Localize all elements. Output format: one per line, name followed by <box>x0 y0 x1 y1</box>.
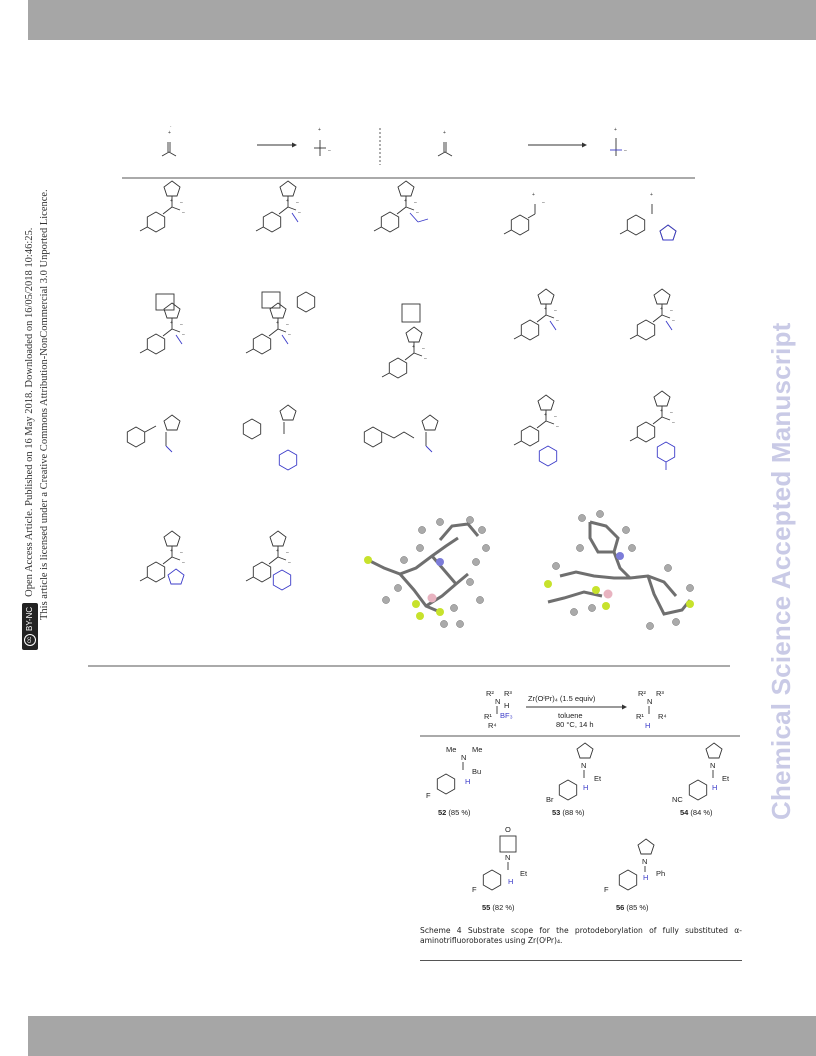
svg-text:–: – <box>328 148 331 154</box>
svg-text:N: N <box>642 857 647 866</box>
scheme3-row2 <box>140 289 675 378</box>
product-n: N <box>647 697 652 706</box>
svg-text:+: + <box>614 127 617 133</box>
svg-text:N: N <box>581 761 586 770</box>
scheme4-equation: R² N R³ H R¹ BF₃ R⁴ Zr(OⁱPr)₄ (1.5 equiv… <box>484 689 667 730</box>
compound-52-structure: Me Me N Bu H F <box>426 745 482 800</box>
reactant-r3: R³ <box>504 689 512 698</box>
svg-text:H: H <box>643 873 648 882</box>
svg-text:F: F <box>604 885 609 894</box>
reactant-r4: R⁴ <box>488 721 497 730</box>
svg-text:Me: Me <box>472 745 482 754</box>
compound-55-structure: O N Et H F <box>472 825 528 894</box>
compound-54-label: 54 (84 %) <box>680 808 713 817</box>
svg-text:+: + <box>168 130 171 136</box>
svg-text:N: N <box>461 753 466 762</box>
svg-text:N: N <box>710 761 715 770</box>
product-r3: R³ <box>656 689 664 698</box>
product-r1: R¹ <box>636 712 644 721</box>
compound-53-structure: N Et H Br <box>546 742 602 804</box>
svg-text:Et: Et <box>594 774 602 783</box>
compound-56-structure: N Ph H F <box>604 838 665 894</box>
svg-text:F: F <box>472 885 477 894</box>
svg-text:Bu: Bu <box>472 767 481 776</box>
product-h: H <box>645 721 650 730</box>
svg-text:Me: Me <box>446 745 456 754</box>
svg-text:+: + <box>318 127 321 133</box>
crystal-structure-2 <box>544 510 694 630</box>
reagent-label: Zr(OⁱPr)₄ (1.5 equiv) <box>528 694 596 703</box>
product-r4: R⁴ <box>658 712 667 721</box>
scheme3-header: + · + – + + – <box>161 124 627 165</box>
reactant-bf3: BF₃ <box>500 711 513 720</box>
svg-text:–: – <box>624 148 627 154</box>
svg-text:NC: NC <box>672 795 683 804</box>
reactant-h: H <box>504 701 509 710</box>
svg-text:H: H <box>583 783 588 792</box>
top-header-band <box>28 0 816 40</box>
svg-text:O: O <box>505 825 511 834</box>
svg-text:F: F <box>426 791 431 800</box>
svg-text:Et: Et <box>520 869 528 878</box>
svg-text:N: N <box>505 853 510 862</box>
svg-text:H: H <box>508 877 513 886</box>
svg-text:H: H <box>465 777 470 786</box>
svg-text:+: + <box>650 192 653 198</box>
svg-text:+: + <box>532 192 535 198</box>
bottom-footer-band <box>28 1016 816 1056</box>
crystal-structure-1 <box>364 516 490 628</box>
svg-text:Ph: Ph <box>656 869 665 878</box>
svg-text:Br: Br <box>546 795 554 804</box>
compound-55-label: 55 (82 %) <box>482 903 515 912</box>
scheme3-row4 <box>140 531 291 591</box>
svg-text:H: H <box>712 783 717 792</box>
svg-text:+: + <box>443 130 446 136</box>
caption-rule <box>420 960 742 961</box>
compound-56-label: 56 (85 %) <box>616 903 649 912</box>
product-r2: R² <box>638 689 646 698</box>
svg-text:Et: Et <box>722 774 730 783</box>
conditions-label: 80 °C, 14 h <box>556 720 594 729</box>
reactant-n: N <box>495 697 500 706</box>
svg-text:·: · <box>170 124 172 130</box>
compound-54-structure: N Et H NC <box>672 742 730 804</box>
scheme4-caption: Scheme 4 Substrate scope for the protode… <box>420 926 742 945</box>
scheme3-row1: + – + <box>140 181 677 241</box>
compound-53-label: 53 (88 %) <box>552 808 585 817</box>
solvent-label: toluene <box>558 711 583 720</box>
compound-52-label: 52 (85 %) <box>438 808 471 817</box>
reactant-r1: R¹ <box>484 712 492 721</box>
scheme3-row3 <box>126 391 675 471</box>
reactant-r2: R² <box>486 689 494 698</box>
svg-text:–: – <box>542 200 545 206</box>
